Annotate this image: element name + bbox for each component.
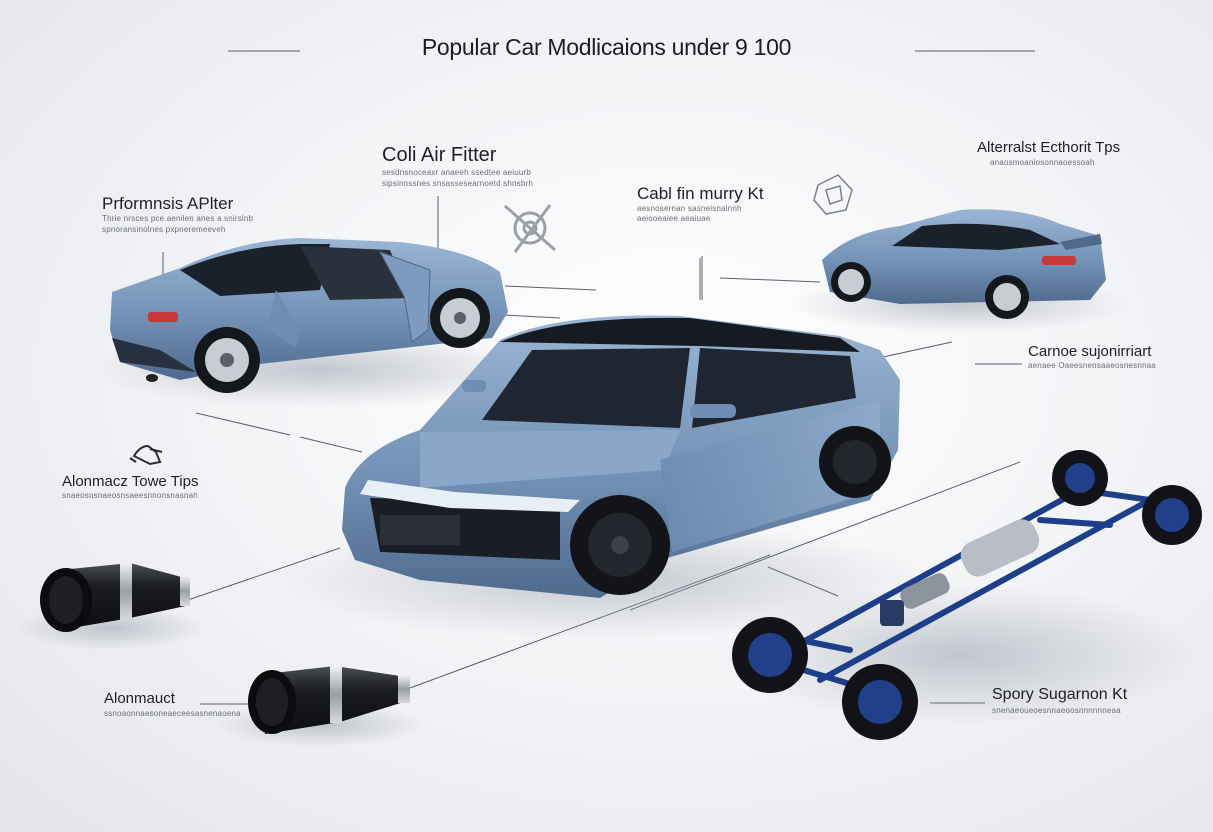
car-right-coupe [822,209,1106,319]
cold-air-filter-heading: Coli Air Fitter [382,144,497,166]
car-center-sedan [342,315,900,598]
exhaust-tips-left-heading: Alonmacz Towe Tips [62,473,199,490]
carbon-kit-desc-2: aeiooeaiee aeaiuae [637,214,711,223]
camber-support-heading: Carnoe sujonirriart [1028,343,1152,360]
engine-part-icon [813,174,853,215]
wrench-gear-icon [504,204,556,253]
exhaust-tips-left-desc: snaeosnsnaeosnsaeesnnonsnasnah [62,491,198,500]
performance-filter-desc-2: spnoransinolnes pxpneremeeveh [102,225,226,234]
exhaust-tip-lower [248,665,410,734]
exhaust-tips-top-heading: Alterralst Ecthorit Tps [977,139,1121,156]
aftermarket-desc: ssnoaonnaesoneaeceesasnenaoena [104,709,241,718]
cold-air-filter-desc-2: sipsinnssnes snsassesearnoetd shnsbrh [382,179,534,188]
diagram-title: Popular Car Modlicaions under 9 100 [421,34,792,60]
carbon-kit-desc: aesnosernan sasneisnainnh [637,204,742,213]
sport-suspension-chassis [732,450,1202,740]
performance-filter-desc: Thrie nrsces pce aenilen anes a snirsinb [102,214,254,223]
exhaust-tips-top-desc: anaosmoaniosonnaoessoah [990,158,1095,167]
glasses-icon [129,444,163,466]
sport-suspension-desc: snenaeoueoesnnaeoosnnnnnneaa [992,706,1121,715]
camber-support-desc: aenaee Oaeesnensaaeosnesnnaa [1028,361,1156,370]
car-left-coupe [110,238,508,393]
performance-filter-heading: Prformnsis APlter [102,194,234,213]
sport-suspension-heading: Spory Sugarnon Kt [992,686,1128,703]
aftermarket-heading: Alonmauct [104,690,175,707]
exhaust-tip-upper [40,562,190,632]
carbon-kit-heading: Cabl fin murry Kt [637,184,764,203]
cold-air-filter-desc: sesdnsnoceaxr anaeeh ssedtee aeiuurb [382,168,532,177]
